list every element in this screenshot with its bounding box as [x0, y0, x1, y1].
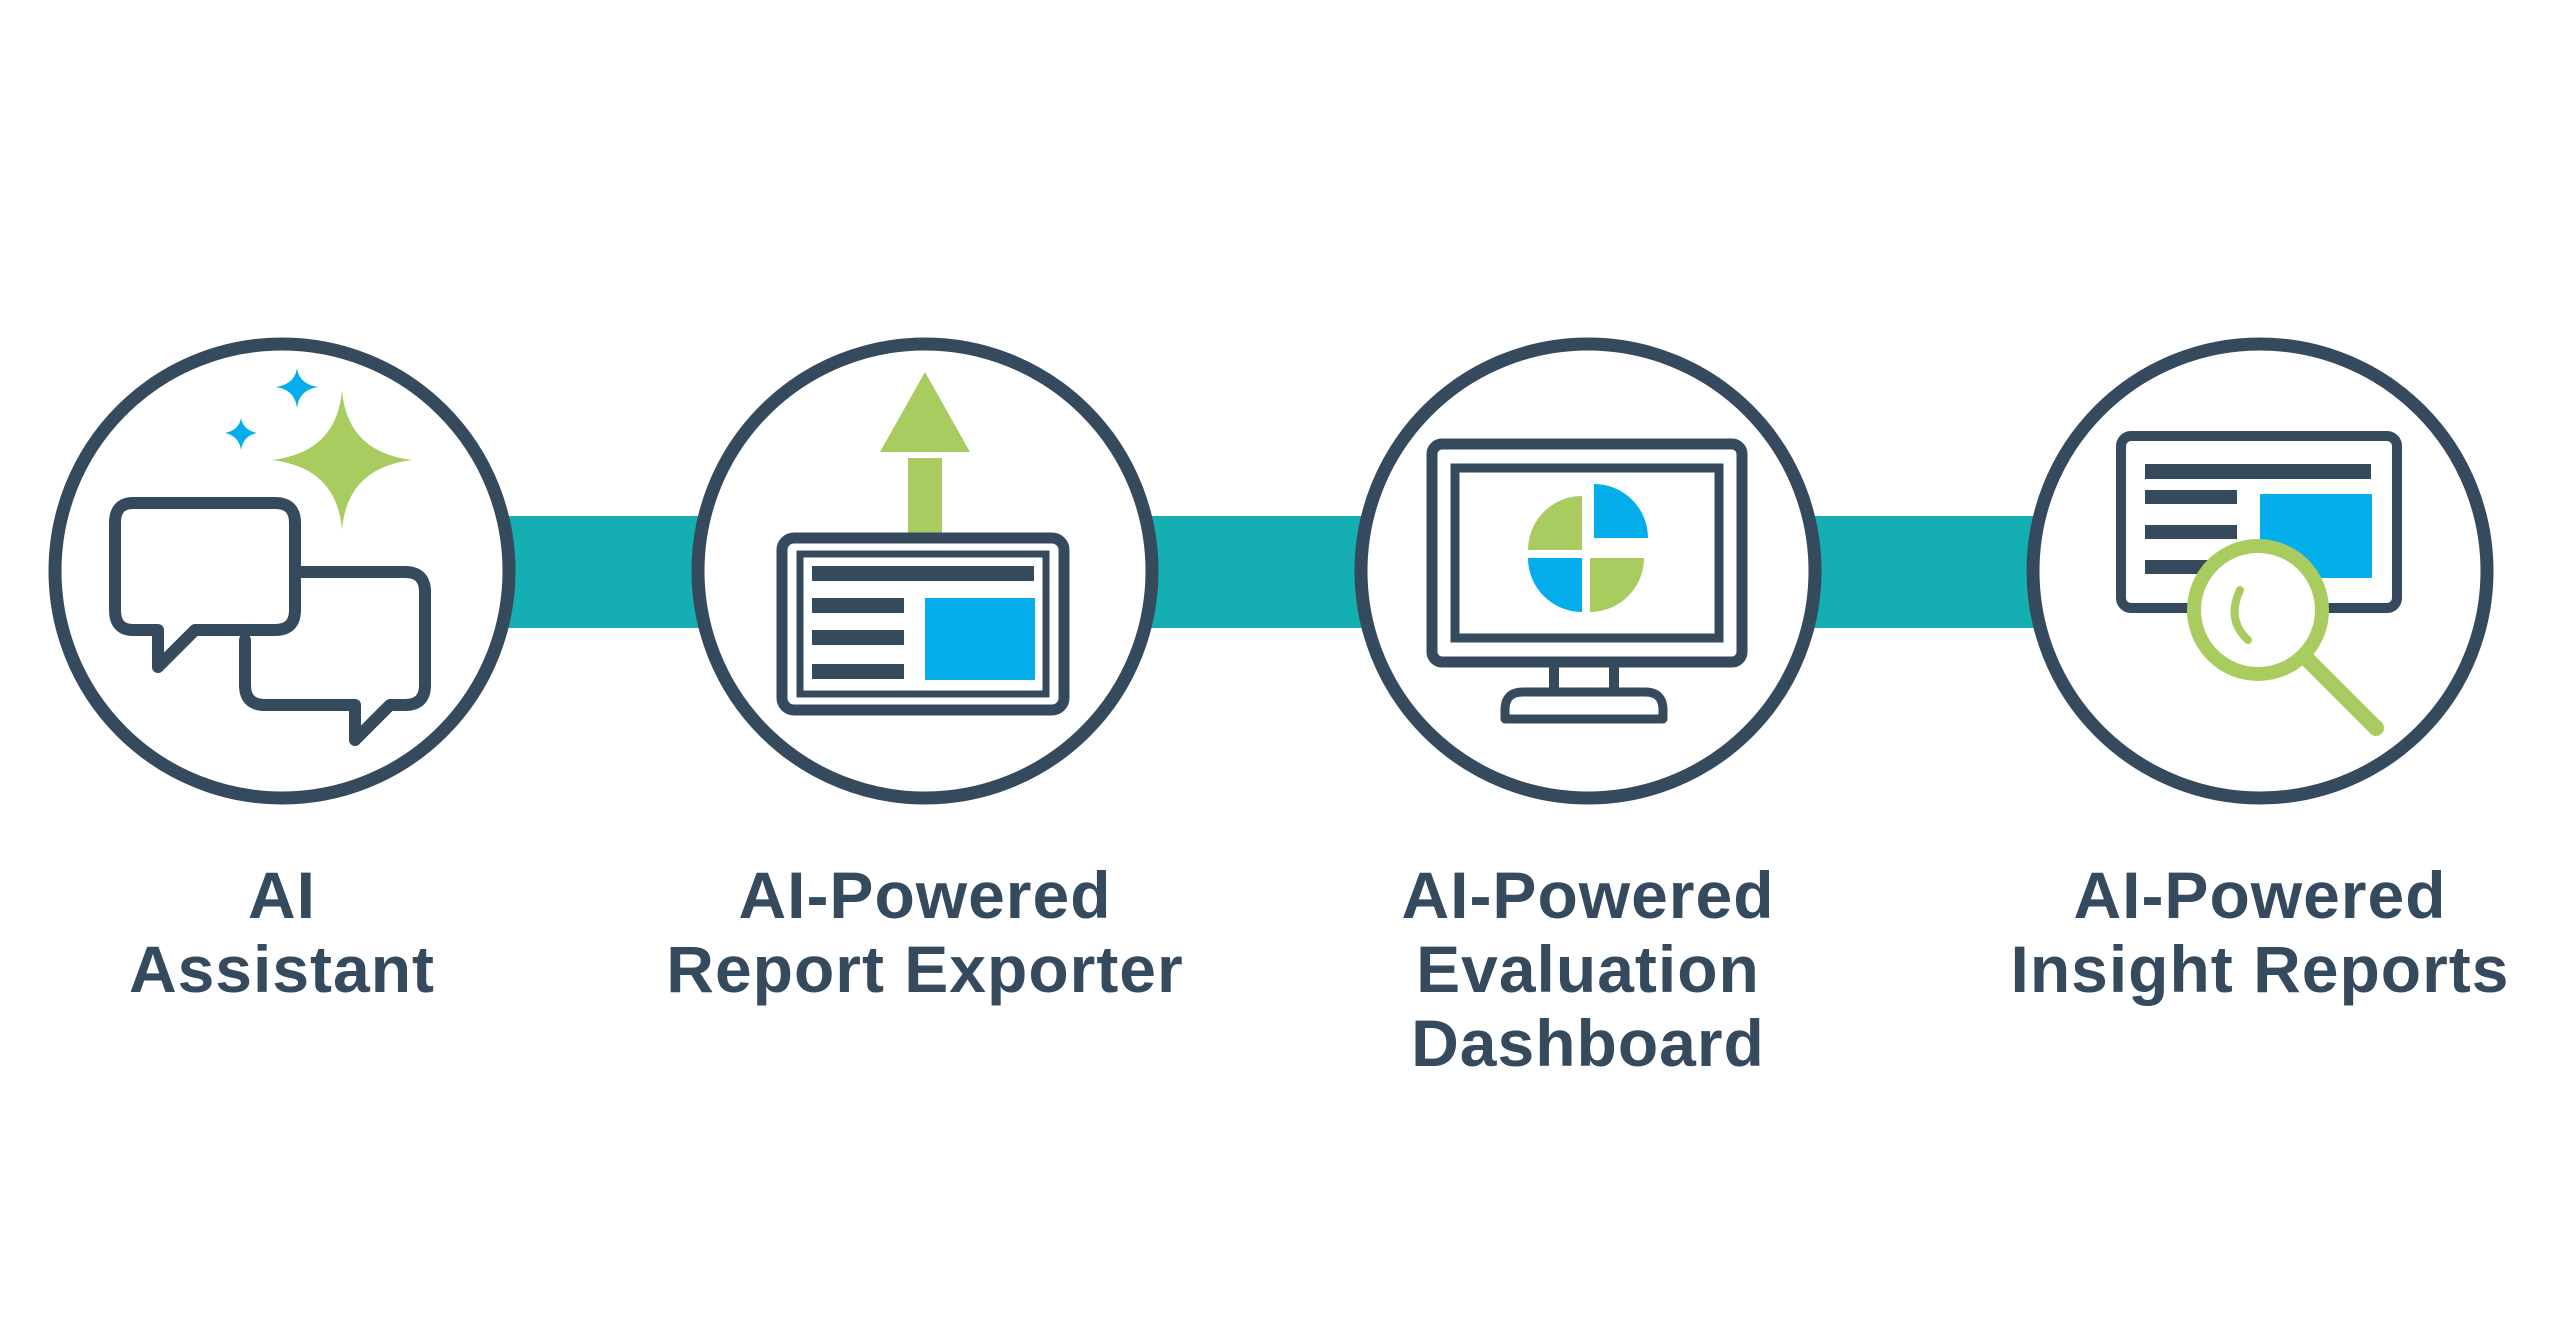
chat-sparkle-icon — [109, 368, 431, 746]
step-label-1-line-1: AI — [248, 858, 316, 932]
step-label-4: AI-Powered Insight Reports — [1950, 858, 2560, 1006]
step-label-3-line-2: Evaluation — [1416, 932, 1760, 1006]
step-label-3-line-1: AI-Powered — [1401, 858, 1775, 932]
step-label-3: AI-Powered Evaluation Dashboard — [1278, 858, 1898, 1080]
step-label-1-line-2: Assistant — [128, 932, 436, 1006]
step-label-2: AI-Powered Report Exporter — [615, 858, 1235, 1006]
step-label-4-line-1: AI-Powered — [2073, 858, 2447, 932]
step-label-2-line-2: Report Exporter — [666, 932, 1184, 1006]
step-label-2-line-1: AI-Powered — [738, 858, 1112, 932]
step-label-1: AI Assistant — [0, 858, 592, 1006]
report-magnifier-icon — [2116, 431, 2402, 736]
monitor-pie-chart-icon — [1426, 438, 1748, 724]
connector-band — [220, 516, 2360, 628]
step-label-3-line-3: Dashboard — [1411, 1006, 1765, 1080]
report-export-icon — [776, 372, 1070, 716]
step-label-4-line-2: Insight Reports — [2010, 932, 2510, 1006]
